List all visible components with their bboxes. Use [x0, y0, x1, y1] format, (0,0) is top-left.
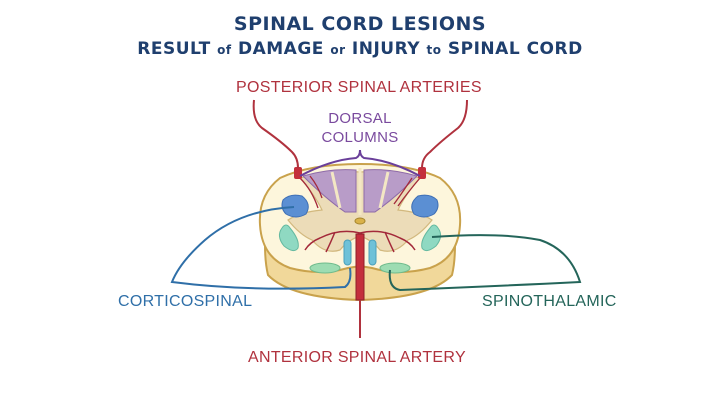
subtitle-word: SPINAL CORD	[447, 39, 583, 59]
subtitle-word: RESULT	[137, 39, 211, 59]
central-canal	[354, 217, 366, 225]
dorsal-columns-label-line2: COLUMNS	[321, 129, 399, 146]
anterior-spinal-artery-label: ANTERIOR SPINAL ARTERY	[248, 349, 466, 366]
dorsal-column-left	[302, 169, 357, 213]
spinothalamic-leader	[388, 234, 582, 292]
spinothalamic-anterior-left	[309, 262, 341, 274]
posterior-artery-right-node	[418, 167, 426, 179]
subtitle-word: of	[217, 43, 232, 57]
dorsal-columns-label-line1: DORSAL	[328, 110, 392, 127]
subtitle-word: DAMAGE	[237, 39, 324, 59]
posterior-leader-right	[421, 99, 468, 169]
posterior-spinal-arteries-label: POSTERIOR SPINAL ARTERIES	[236, 79, 482, 96]
posterior-artery-left-node	[294, 167, 302, 179]
spinothalamic-lateral-right	[421, 224, 442, 252]
anterior-corticospinal-right	[368, 239, 377, 266]
corticospinal-tract-left	[281, 194, 309, 218]
subtitle-word: INJURY	[351, 39, 421, 59]
spinothalamic-anterior-right	[379, 262, 411, 274]
diagram-subtitle: RESULT of DAMAGE or INJURY to SPINAL COR…	[0, 39, 720, 59]
diagram-title: SPINAL CORD LESIONS	[233, 13, 487, 35]
posterior-artery-branches	[299, 175, 421, 209]
corticospinal-leader	[170, 206, 352, 290]
corticospinal-label: CORTICOSPINAL	[118, 293, 253, 310]
posterior-leader-left	[252, 99, 299, 169]
corticospinal-tract-right	[411, 194, 439, 218]
dorsal-column-right	[363, 169, 418, 213]
anterior-spinal-artery-vessel	[355, 233, 365, 301]
anterior-corticospinal-left	[343, 239, 352, 266]
dorsal-brace	[299, 149, 421, 177]
anterior-artery-branches	[304, 230, 416, 253]
subtitle-word: to	[426, 43, 442, 57]
spinothalamic-lateral-left	[278, 224, 299, 252]
subtitle-word: or	[330, 43, 346, 57]
spinothalamic-label: SPINOTHALAMIC	[482, 293, 617, 310]
